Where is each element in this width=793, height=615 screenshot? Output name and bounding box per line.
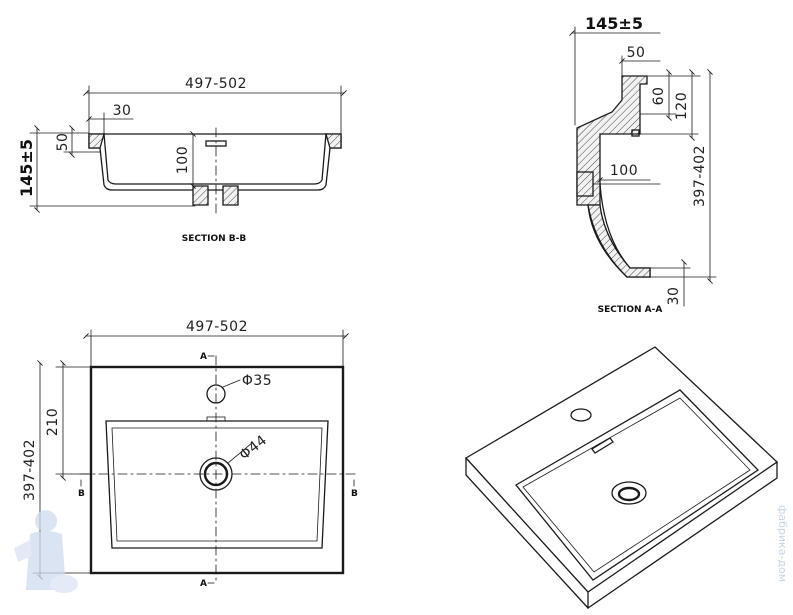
iso-top-face bbox=[464, 346, 779, 593]
iso-side-faces bbox=[465, 457, 778, 609]
bb-height-label: 145±5 bbox=[17, 139, 36, 197]
bb-drain-right bbox=[222, 185, 239, 206]
aa-bowl-wall bbox=[587, 204, 651, 278]
plan-width-label: 497-502 bbox=[186, 319, 248, 335]
plan-mark-b-left: B bbox=[78, 489, 85, 499]
aa-back-wall bbox=[576, 75, 648, 206]
plan-bowl-outer bbox=[105, 420, 329, 549]
plan-drain-inner bbox=[203, 461, 229, 487]
plan-bowl-inner bbox=[111, 427, 323, 542]
bb-rim-label: 30 bbox=[113, 103, 132, 119]
plan-mark-a-bottom: A bbox=[200, 579, 207, 589]
section-bb: 497-502 30 100 145±5 50 SECTION B-B bbox=[17, 76, 347, 244]
aa-height-label: 145±5 bbox=[585, 14, 643, 33]
bb-width-label: 497-502 bbox=[185, 76, 247, 92]
plan-overflow bbox=[206, 416, 226, 422]
watermark-text: фабрика-дом bbox=[776, 505, 789, 582]
plan-drain-label: Φ44 bbox=[237, 432, 271, 463]
bb-depth-label: 100 bbox=[175, 146, 191, 174]
bb-caption: SECTION B-B bbox=[182, 234, 247, 244]
aa-caption: SECTION A-A bbox=[598, 305, 663, 315]
watermark-logo bbox=[14, 510, 78, 593]
bb-rimheight-label: 50 bbox=[55, 133, 71, 152]
iso-drain-outer bbox=[611, 481, 647, 505]
plan-mark-b-right: B bbox=[351, 489, 358, 499]
bb-drain-left bbox=[192, 185, 209, 206]
iso-bowl-inner bbox=[522, 397, 751, 573]
plan-tap-leader bbox=[222, 379, 241, 388]
logo-toilet bbox=[50, 575, 78, 593]
plan-drain-outer bbox=[199, 457, 233, 491]
aa-depth-label: 397-402 bbox=[692, 145, 708, 207]
iso-tap-hole bbox=[570, 408, 592, 422]
plan-depth-label: 397-402 bbox=[22, 439, 38, 501]
aa-drain bbox=[576, 171, 594, 197]
plan-210-label: 210 bbox=[45, 408, 61, 436]
plan-tap-hole-label: Φ35 bbox=[242, 373, 272, 389]
logo-head bbox=[35, 510, 57, 532]
bb-basin-inner bbox=[103, 133, 327, 185]
section-aa: 145±5 50 60 120 100 397-402 30 SECTION bbox=[569, 14, 717, 315]
aa-30-label: 30 bbox=[666, 287, 682, 306]
aa-60-label: 60 bbox=[651, 87, 667, 106]
iso-drain-inner bbox=[617, 486, 641, 502]
plan-drain-leader bbox=[227, 442, 253, 464]
bb-rim-left bbox=[88, 133, 105, 149]
aa-overflow bbox=[631, 129, 640, 137]
plan-view: 497-502 Φ35 Φ44 A A B B 210 bbox=[22, 319, 358, 589]
aa-100-label: 100 bbox=[610, 163, 638, 179]
bb-rim-right bbox=[325, 133, 342, 149]
logo-body bbox=[26, 531, 66, 590]
iso-bowl-rim bbox=[515, 389, 760, 581]
plan-tap-hole bbox=[206, 384, 226, 404]
aa-120-label: 120 bbox=[674, 92, 690, 120]
plan-outline bbox=[89, 365, 345, 575]
iso-overflow bbox=[591, 437, 614, 454]
bb-basin-outline bbox=[88, 133, 342, 191]
logo-arm bbox=[14, 540, 32, 562]
aa-rim-label: 50 bbox=[627, 45, 646, 61]
plan-mark-a-top: A bbox=[200, 352, 207, 362]
isometric-view bbox=[464, 346, 779, 609]
